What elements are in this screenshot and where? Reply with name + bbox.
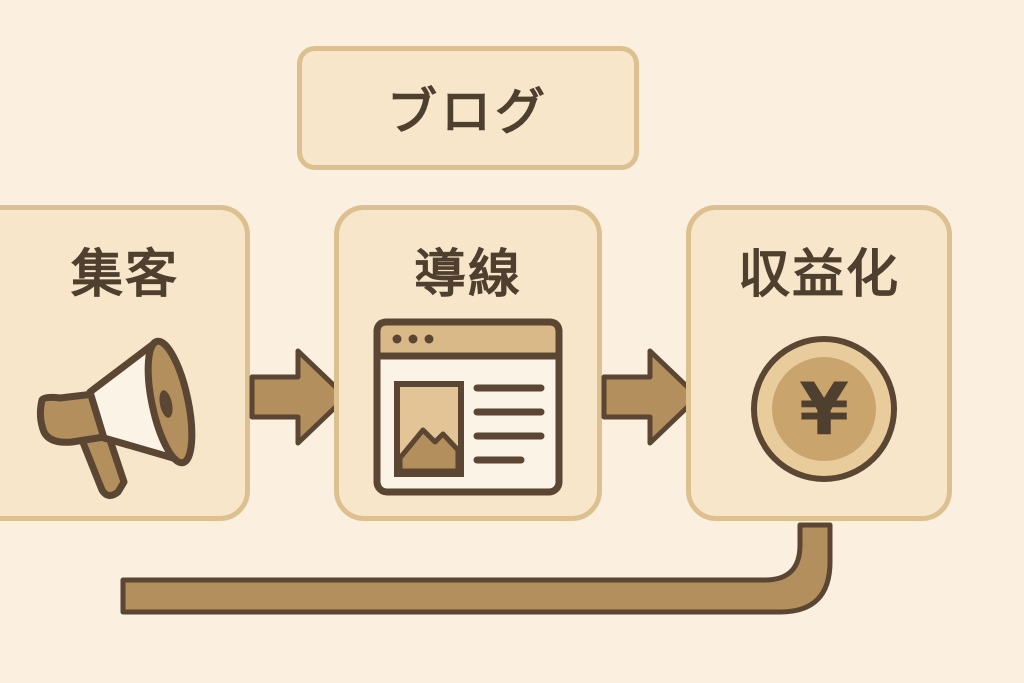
step-label-monetization: 収益化	[737, 245, 900, 305]
step-label-acquisition: 集客	[70, 245, 179, 305]
arrow-right-icon	[601, 348, 701, 446]
title-card: ブログ	[297, 46, 639, 170]
yen-coin-icon: ¥	[751, 336, 897, 482]
step-label-lead-path: 導線	[413, 245, 522, 305]
megaphone-icon	[36, 337, 196, 499]
yen-symbol: ¥	[799, 367, 849, 451]
diagram-title: ブログ	[387, 83, 549, 141]
step-card-acquisition: 集客	[0, 205, 250, 521]
arrow-right-icon	[249, 348, 349, 446]
browser-window-icon	[373, 318, 563, 496]
